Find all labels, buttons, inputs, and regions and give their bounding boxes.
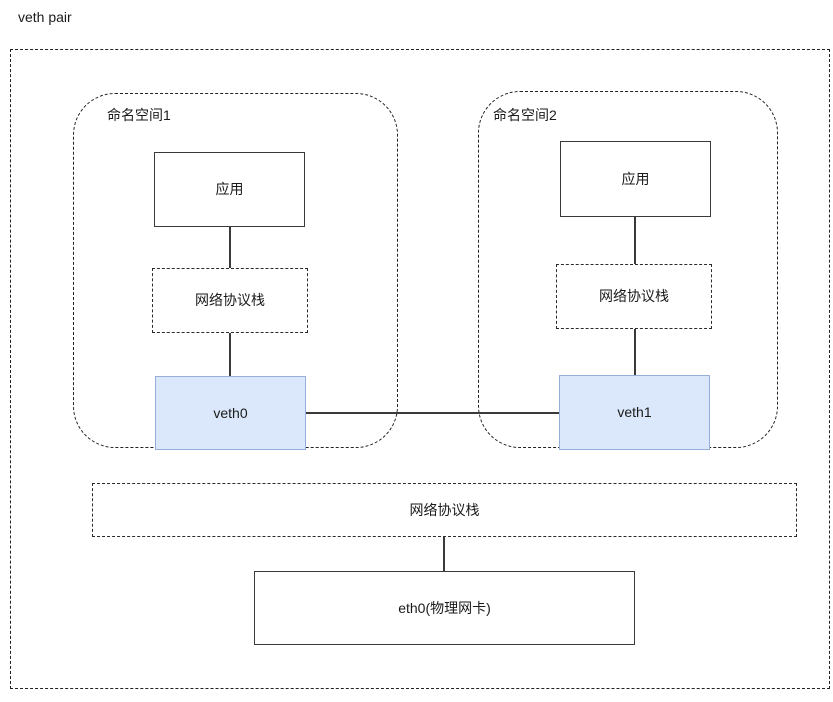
connector-app2-stack2 bbox=[634, 217, 636, 264]
veth0-label: veth0 bbox=[213, 404, 248, 421]
veth1-box: veth1 bbox=[559, 375, 710, 450]
namespace2-stack-box: 网络协议栈 bbox=[556, 264, 712, 329]
host-stack-label: 网络协议栈 bbox=[409, 501, 480, 518]
diagram-title: veth pair bbox=[18, 9, 72, 25]
namespace2-stack-label: 网络协议栈 bbox=[599, 288, 669, 305]
eth0-box: eth0(物理网卡) bbox=[254, 571, 635, 645]
namespace1-stack-box: 网络协议栈 bbox=[152, 268, 308, 333]
host-stack-box: 网络协议栈 bbox=[92, 483, 797, 537]
connector-veth0-veth1 bbox=[306, 412, 559, 414]
namespace2-app-box: 应用 bbox=[560, 141, 711, 217]
veth1-label: veth1 bbox=[617, 404, 652, 421]
veth0-box: veth0 bbox=[155, 376, 306, 450]
namespace2-app-label: 应用 bbox=[621, 170, 650, 187]
namespace1-label: 命名空间1 bbox=[107, 107, 171, 123]
namespace1-app-box: 应用 bbox=[154, 152, 305, 227]
connector-stack2-veth1 bbox=[634, 329, 636, 375]
namespace1-stack-label: 网络协议栈 bbox=[195, 292, 265, 309]
connector-app1-stack1 bbox=[229, 227, 231, 268]
eth0-label: eth0(物理网卡) bbox=[398, 599, 491, 616]
host-boundary-box bbox=[10, 49, 830, 689]
namespace2-label: 命名空间2 bbox=[493, 107, 557, 123]
namespace1-app-label: 应用 bbox=[215, 181, 244, 198]
connector-hoststack-eth0 bbox=[443, 537, 445, 571]
connector-stack1-veth0 bbox=[229, 333, 231, 376]
